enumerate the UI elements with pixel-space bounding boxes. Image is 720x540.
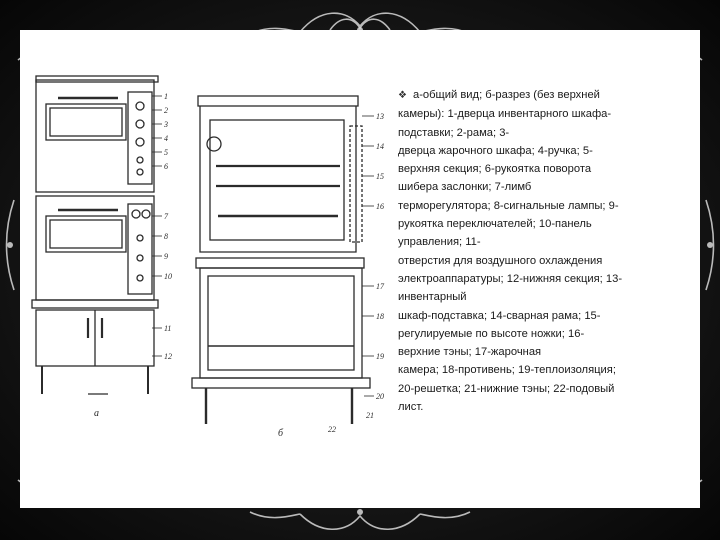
caption-line: терморегулятора; 8-сигнальные лампы; 9- (398, 199, 619, 212)
upper-chamber-b (199, 106, 357, 253)
callout-19: 19 (376, 352, 384, 361)
insulation-b (349, 125, 363, 243)
callout-20: 20 (376, 392, 384, 401)
upper-door-window (45, 103, 127, 141)
callout-15: 15 (376, 172, 384, 181)
frame-a (31, 299, 159, 309)
callout-12: 12 (164, 352, 172, 361)
caption-line: верхняя секция; 6-рукоятка поворота (398, 163, 592, 176)
callout-13: 13 (376, 112, 384, 121)
figure-label-a: а (94, 408, 99, 419)
caption-line: 20-решетка; 21-нижние тэны; 22-подовый (398, 382, 615, 395)
callout-21: 21 (366, 411, 374, 420)
callout-22: 22 (328, 425, 336, 434)
callout-14: 14 (376, 142, 384, 151)
side-flourish (5, 199, 715, 291)
callout-4: 4 (164, 134, 168, 143)
caption-line: ❖а-общий вид; б-разрез (без верхней (398, 89, 600, 101)
control-panel-lower (127, 203, 153, 295)
caption-line: управления; 11- (398, 236, 481, 249)
diamond-bullet-icon: ❖ (398, 90, 407, 101)
top-flourish (299, 12, 421, 33)
callout-9: 9 (164, 252, 168, 261)
callout-6: 6 (164, 162, 168, 171)
bottom-flourish (299, 513, 421, 530)
top-section-b (197, 95, 359, 107)
callout-2: 2 (164, 106, 168, 115)
callout-18: 18 (376, 312, 384, 321)
caption-line: дверца жарочного шкафа; 4-ручка; 5- (398, 144, 593, 157)
callout-8: 8 (164, 232, 168, 241)
caption-line: инвентарный (398, 291, 467, 304)
caption-line: верхние тэны; 17-жарочная (398, 346, 542, 359)
caption-line: камеры): 1-дверца инвентарного шкафа- (398, 108, 612, 121)
callout-3: 3 (163, 120, 168, 129)
oven-drawing-svg: 1 2 3 4 5 6 7 8 9 10 11 12 13 14 15 16 1… (31, 75, 385, 439)
caption-line: рукоятка переключателей; 10-панель (398, 218, 592, 231)
callout-5: 5 (164, 148, 168, 157)
caption-line: шибера заслонки; 7-лимб (398, 181, 532, 194)
oven-technical-drawing: 1 2 3 4 5 6 7 8 9 10 11 12 13 14 15 16 1… (28, 66, 388, 439)
callout-16: 16 (376, 202, 384, 211)
callout-10: 10 (164, 272, 172, 281)
caption-line: подставки; 2-рама; 3- (398, 126, 510, 139)
figure-label-b: б (278, 428, 284, 438)
baking-chamber (209, 119, 345, 241)
lower-section-b (199, 267, 363, 379)
caption-line: регулируемые по высоте ножки; 16- (398, 327, 585, 340)
caption-text: ❖а-общий вид; б-разрез (без верхней каме… (398, 86, 638, 416)
caption-line: лист. (398, 401, 424, 414)
callout-7: 7 (164, 212, 169, 221)
lower-section-top-b (195, 257, 365, 269)
caption-line: электроаппаратуры; 12-нижняя секция; 13- (398, 272, 623, 285)
frame-b (191, 377, 371, 389)
callout-17: 17 (376, 282, 385, 291)
callout-1: 1 (164, 92, 168, 101)
upper-section-a (35, 79, 155, 193)
caption-line: шкаф-подставка; 14-сварная рама; 15- (398, 309, 601, 322)
caption-line: отверстия для воздушного охлаждения (398, 254, 603, 267)
callout-11: 11 (164, 324, 171, 333)
caption-line: камера; 18-противень; 19-теплоизоляция; (398, 364, 616, 377)
lower-door-window (45, 215, 127, 253)
